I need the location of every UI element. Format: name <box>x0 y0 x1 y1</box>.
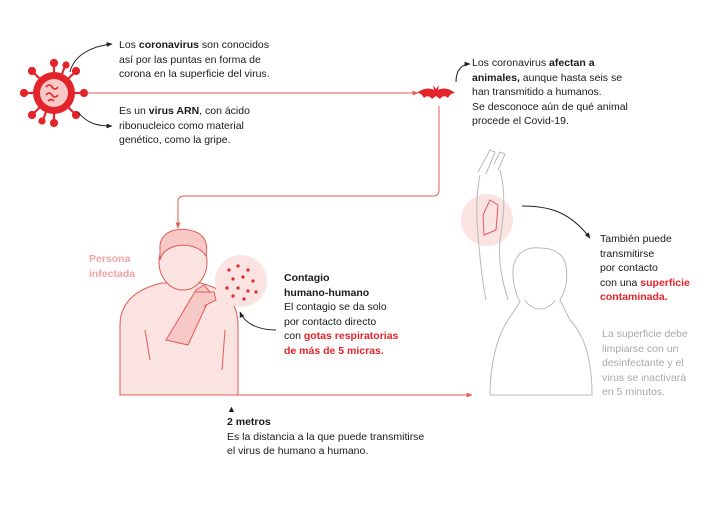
arn-description: Es un virus ARN, con ácido ribonucleico … <box>119 105 250 146</box>
pointer-arn <box>77 111 113 129</box>
animals-description: Los coronavirus afectan a animales, aunq… <box>472 57 628 127</box>
pointer-contagio <box>239 311 277 331</box>
pointer-animals <box>455 61 471 83</box>
contagio-description: Contagio humano-humano El contagio se da… <box>284 272 399 357</box>
pointer-surface <box>521 205 591 239</box>
virus-description: Los coronavirus son conocidos así por la… <box>119 39 270 80</box>
bat-icon <box>417 85 455 99</box>
cleaning-description: La superficie debe limpiarse con un desi… <box>602 328 688 398</box>
distance-marker-icon: ▲ <box>227 404 236 414</box>
infected-person-label: Persona infectada <box>89 253 136 280</box>
coronavirus-icon <box>19 58 89 128</box>
surface-description: También puede transmitirse por contacto … <box>600 233 690 303</box>
infected-person-illustration <box>119 228 239 396</box>
distance-description: ▲ 2 metros Es la distancia a la que pued… <box>227 404 487 459</box>
droplets-icon <box>215 255 267 307</box>
pointer-virus <box>69 42 113 73</box>
arrow-to-person <box>175 106 440 229</box>
woman-illustration <box>461 149 593 396</box>
